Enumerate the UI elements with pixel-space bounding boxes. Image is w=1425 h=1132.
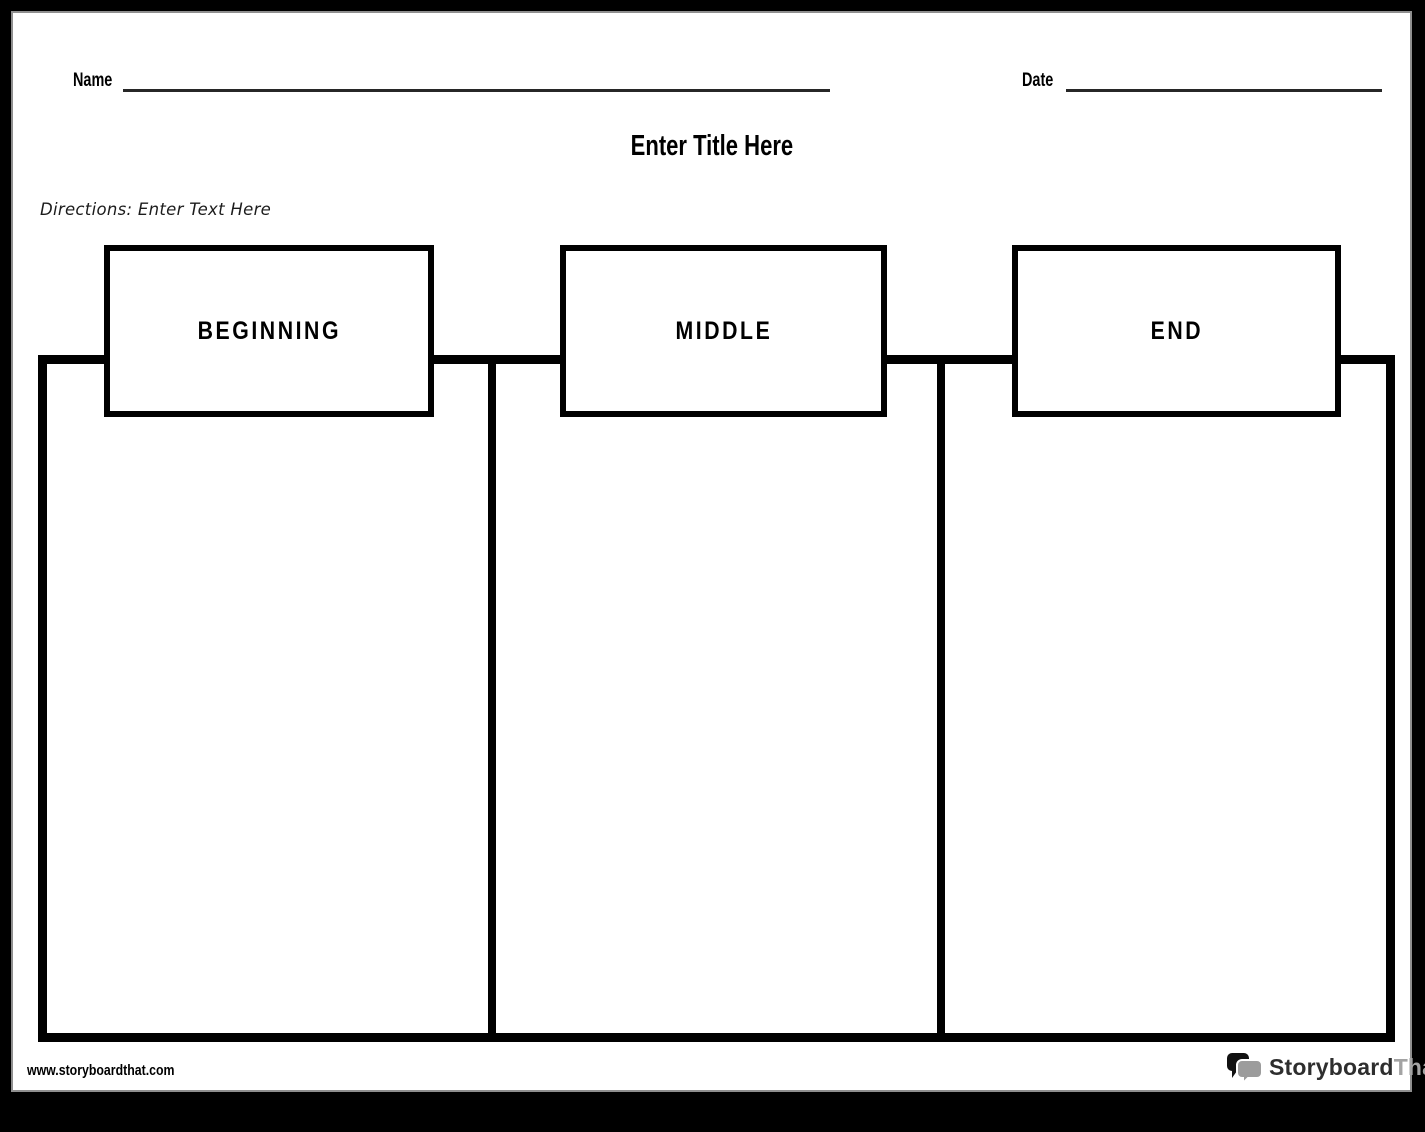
date-fill-in-line[interactable] (1066, 89, 1382, 92)
end-header-box: END (1012, 245, 1341, 417)
end-header-label: END (1150, 316, 1203, 345)
middle-header-box: MIDDLE (560, 245, 887, 417)
website-url-text: www.storyboardthat.com (27, 1063, 175, 1079)
beginning-writing-area[interactable] (47, 364, 496, 1033)
story-table (38, 355, 1395, 1042)
speech-bubbles-icon (1227, 1052, 1263, 1084)
logo-wordmark: StoryboardThat (1269, 1051, 1425, 1084)
title-row: Enter Title Here (13, 131, 1410, 161)
beginning-header-box: BEGINNING (104, 245, 434, 417)
middle-header-label: MIDDLE (675, 316, 772, 345)
logo-text-that: That (1393, 1054, 1425, 1080)
worksheet-title: Enter Title Here (630, 130, 793, 162)
name-label-text: Name (73, 70, 113, 91)
date-label-text: Date (1022, 70, 1054, 91)
middle-writing-area[interactable] (496, 364, 945, 1033)
date-label: Date (1022, 71, 1063, 90)
end-writing-area[interactable] (945, 364, 1386, 1033)
name-fill-in-line[interactable] (123, 89, 830, 92)
beginning-header-label: BEGINNING (197, 316, 341, 345)
storyboardthat-logo: StoryboardThat (1226, 1051, 1425, 1084)
directions-text: Directions: Enter Text Here (40, 200, 272, 219)
website-url: www.storyboardthat.com (27, 1063, 200, 1079)
name-label: Name (73, 71, 125, 90)
logo-text-storyboard: Storyboard (1269, 1054, 1394, 1080)
